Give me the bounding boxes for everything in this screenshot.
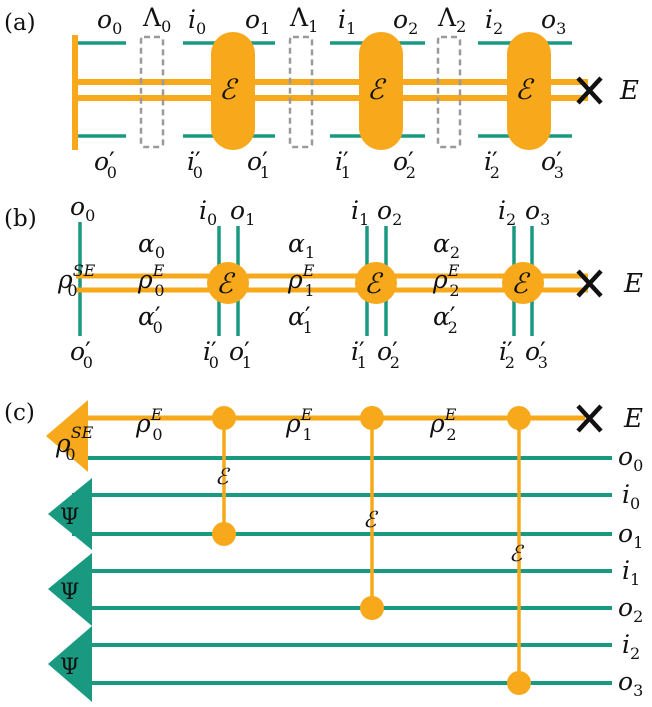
svg-text:o′0: o′0 [70,337,93,372]
channel-label-c0: ℰ [215,465,231,490]
channel-label-a0: ℰ [219,73,239,106]
svg-text:o3: o3 [525,196,550,229]
discard-icon-a [576,76,603,105]
psi-label-2: Ψ [60,655,79,680]
channel-blobs-a [211,32,551,150]
svg-text:ρE1: ρE1 [287,261,315,300]
env-label-b: E [623,269,643,299]
labels-bottom-a: o′0 i′0 o′1 i′1 o′2 i′2 o′3 [94,147,564,182]
svg-text:o2: o2 [377,196,402,229]
panel-label-c: (c) [4,400,35,426]
channel-dots-c [212,406,531,695]
discard-icon-b [576,269,603,298]
channel-label-b0: ℰ [216,267,236,300]
svg-text:o′3: o′3 [541,147,564,182]
psi-triangle-0 [48,478,92,550]
svg-text:o0: o0 [70,192,95,225]
svg-text:i′1: i′1 [335,147,351,182]
labels-top-a: o0 Λ0 i0 o1 Λ1 i1 o2 Λ2 i2 o3 [97,3,566,38]
psi-triangle-2 [48,626,92,702]
svg-text:i2: i2 [622,630,640,663]
panel-label-b: (b) [4,206,37,232]
psi-label-0: Ψ [60,505,79,530]
discard-icon-c [576,404,603,433]
svg-text:i0: i0 [622,480,640,513]
svg-text:i1: i1 [338,5,356,38]
svg-text:o3: o3 [618,667,643,700]
svg-text:o1: o1 [618,519,643,552]
svg-text:ρE2: ρE2 [432,261,460,300]
svg-text:o2: o2 [393,5,418,38]
channel-label-b2: ℰ [511,267,531,300]
svg-text:α′2: α′2 [433,302,458,337]
channel-label-c1: ℰ [363,508,379,533]
svg-text:i0: i0 [188,5,206,38]
labels-bottom-b: o′0 i′0 o′1 i′1 o′2 i′2 o′3 [70,337,548,372]
qubit-wires-c [72,456,612,685]
svg-text:i′1: i′1 [351,337,367,372]
env-label-c: E [623,404,643,434]
svg-text:o2: o2 [618,593,643,626]
lambda-boxes [139,35,462,149]
svg-text:i1: i1 [351,196,369,229]
svg-text:Λ0: Λ0 [142,3,171,36]
panel-label-a: (a) [4,10,36,36]
svg-text:α1: α1 [288,229,315,262]
svg-text:o1: o1 [245,5,270,38]
svg-text:o′2: o′2 [393,147,416,182]
svg-text:o′0: o′0 [94,147,117,182]
svg-text:o′1: o′1 [247,147,270,182]
psi-states [48,478,92,702]
svg-text:i2: i2 [485,5,503,38]
svg-text:α′1: α′1 [288,302,313,337]
svg-text:o′1: o′1 [229,337,252,372]
svg-text:α0: α0 [138,229,165,262]
channel-label-b1: ℰ [364,267,384,300]
svg-text:i2: i2 [498,196,516,229]
svg-text:i′0: i′0 [187,147,203,182]
svg-text:o′2: o′2 [377,337,400,372]
environment-rail-b [76,273,588,293]
svg-text:ρE0: ρE0 [137,261,165,300]
channel-label-a2: ℰ [515,73,535,106]
svg-text:o0: o0 [618,442,643,475]
labels-top-b: o0 i0 o1 i1 o2 i2 o3 [70,192,550,229]
wires-a [76,41,572,138]
psi-triangle-1 [48,553,92,626]
svg-text:α2: α2 [433,229,460,262]
svg-text:Λ2: Λ2 [437,3,466,36]
svg-text:Λ1: Λ1 [289,3,318,36]
svg-text:o1: o1 [230,196,255,229]
svg-text:ρE2: ρE2 [429,405,457,444]
psi-label-1: Ψ [60,580,79,605]
channel-links-c [222,418,521,683]
channel-nodes-b [207,262,544,304]
svg-text:ρE1: ρE1 [285,405,313,444]
svg-text:i′0: i′0 [203,337,219,372]
svg-text:i0: i0 [199,196,217,229]
svg-text:o0: o0 [97,5,122,38]
svg-text:o′3: o′3 [525,337,548,372]
svg-text:i1: i1 [622,556,640,589]
svg-text:o3: o3 [541,5,566,38]
environment-rail-a [72,35,588,150]
wire-labels-c: o0 i0 o1 i1 o2 i2 o3 [618,442,643,700]
svg-text:i′2: i′2 [484,147,500,182]
svg-text:ρE0: ρE0 [135,405,163,444]
env-label-a: E [619,76,639,106]
svg-text:α′0: α′0 [138,302,163,337]
svg-text:i′2: i′2 [499,337,515,372]
channel-label-a1: ℰ [367,73,387,106]
initial-state-rho-SE [46,400,88,472]
channel-label-c2: ℰ [509,542,525,567]
